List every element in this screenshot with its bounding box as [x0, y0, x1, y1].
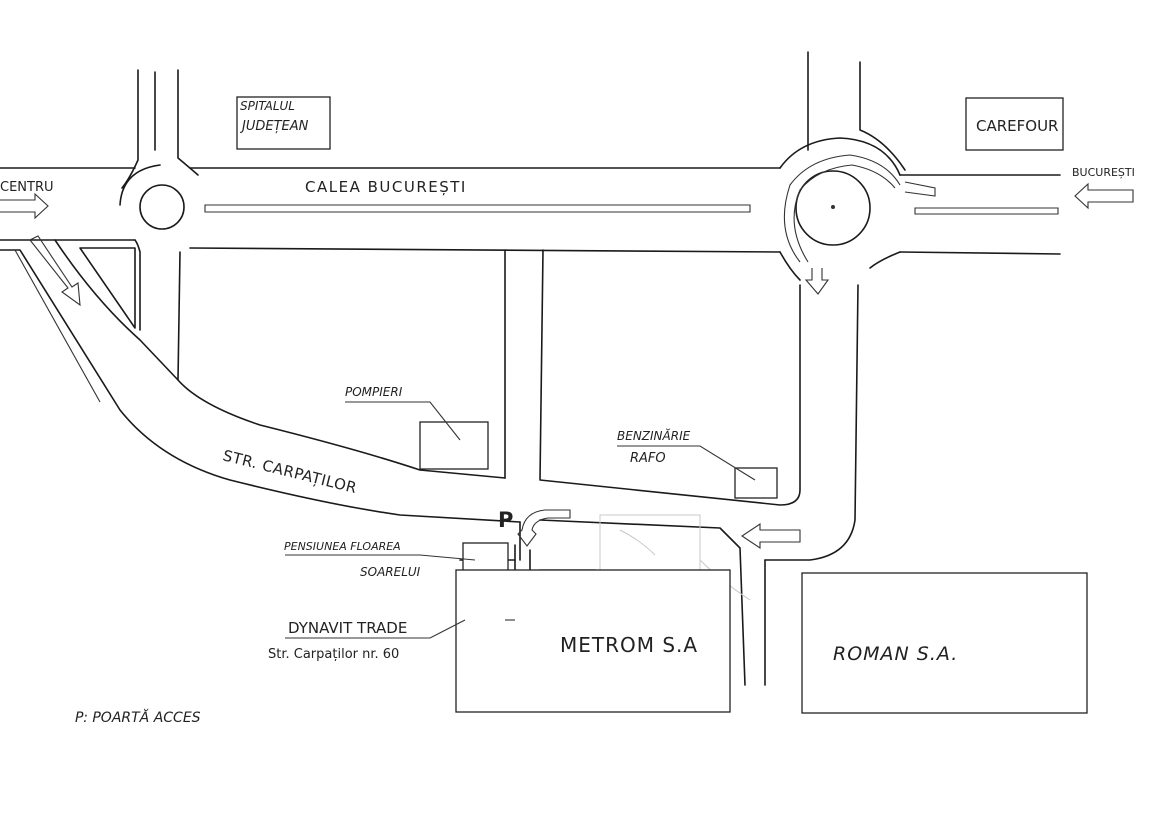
pensiune-label-2: SOARELUI	[360, 565, 421, 579]
carrefour-box	[965, 97, 1064, 151]
benzinarie-box	[734, 467, 778, 499]
bucuresti-arrow-icon	[1074, 182, 1134, 210]
dynavit-label: DYNAVIT TRADE	[288, 619, 407, 637]
gate-p-label: P	[498, 508, 513, 532]
str-carpatilor-label: STR. CARPAȚILOR	[221, 446, 359, 497]
bucuresti-label: BUCUREȘTI	[1072, 166, 1135, 179]
pensiune-label-1: PENSIUNEA FLOAREA	[284, 540, 401, 553]
dynavit-leader	[285, 619, 466, 639]
spital-box	[236, 96, 331, 150]
metrom-label: METROM S.A	[560, 633, 698, 657]
calea-bucuresti-road	[0, 167, 1061, 255]
str-carpatilor-road	[0, 239, 521, 523]
centru-label: CENTRU	[0, 180, 54, 195]
roundabout-exit-arrow-icon	[804, 268, 830, 295]
pensiune-leader	[285, 554, 476, 561]
diagonal-arrow-icon	[29, 235, 81, 307]
legend-label: P: POARTĂ ACCES	[75, 709, 201, 726]
pompieri-label: POMPIERI	[345, 385, 403, 399]
pompieri-leader	[345, 401, 461, 441]
calea-label: CALEA BUCUREȘTI	[305, 178, 467, 196]
spital-label-1: SPITALUL	[240, 99, 295, 113]
gate-arrow-icon	[517, 509, 571, 547]
carrefour-label: CAREFOUR	[976, 117, 1058, 135]
pompieri-box	[419, 421, 489, 470]
roman-label: ROMAN S.A.	[833, 643, 958, 665]
right-roundabout	[779, 51, 906, 281]
benzinarie-label-1: BENZINĂRIE	[617, 428, 691, 443]
dynavit-address: Str. Carpaților nr. 60	[268, 647, 399, 662]
westbound-arrow-icon	[741, 522, 801, 550]
benzinarie-leader	[617, 445, 756, 481]
roman-box	[801, 572, 1088, 714]
benzinarie-label-2: RAFO	[630, 451, 666, 466]
centru-arrow-icon	[0, 192, 49, 220]
metrom-box	[455, 569, 731, 713]
left-roundabout	[119, 69, 199, 381]
spital-label-2: JUDEȚEAN	[239, 119, 309, 134]
